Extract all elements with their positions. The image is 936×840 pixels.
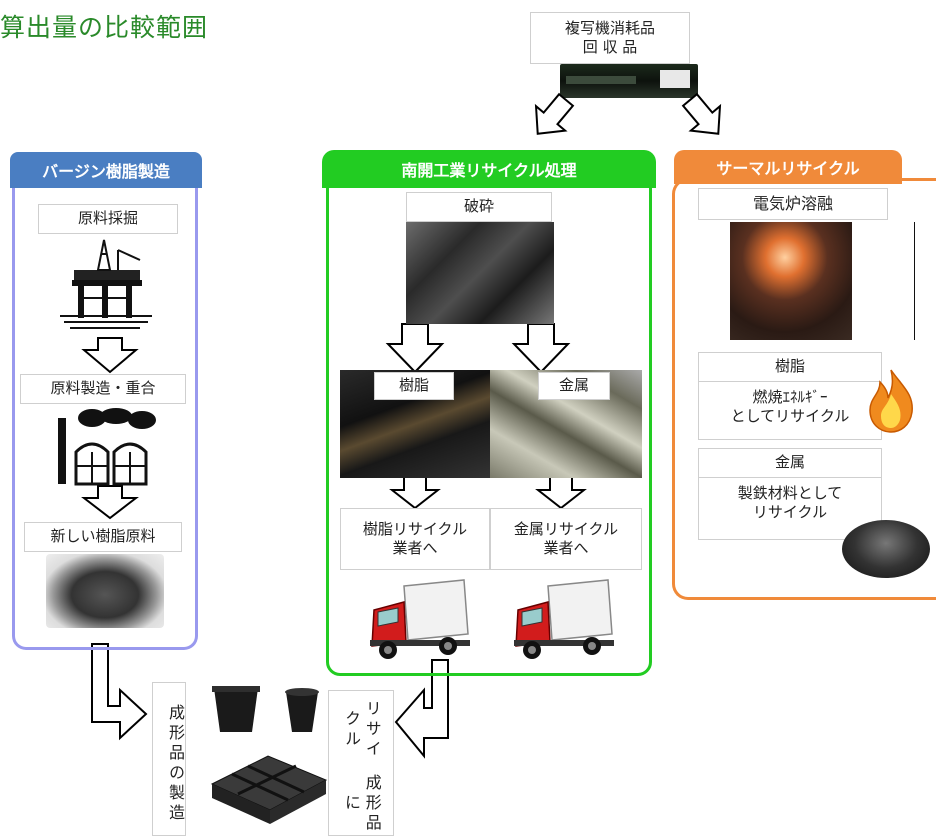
crushed-material-photo	[406, 222, 554, 324]
resin-pellets-photo	[46, 554, 164, 628]
flame-icon	[869, 369, 913, 433]
thermal-resin-box: 樹脂 燃焼ｴﾈﾙｷﾞｰ としてリサイクル	[698, 352, 882, 440]
resin-recycler-line1: 樹脂リサイクル	[362, 519, 468, 538]
truck-icon	[370, 579, 470, 659]
down-arrow-icon	[81, 337, 139, 374]
molding-label: 成形品の製造	[152, 682, 186, 836]
down-arrow-icon	[389, 475, 441, 510]
thermal-metal-desc-line1: 製鉄材料として	[737, 483, 843, 502]
down-arrow-icon	[535, 475, 587, 510]
thermal-resin-desc-line1: 燃焼ｴﾈﾙｷﾞｰ	[752, 387, 828, 406]
furnace-photo	[730, 222, 852, 340]
thermal-resin-desc-line2: としてリサイクル	[730, 407, 850, 425]
plant-pot-icon	[212, 686, 319, 732]
thermal-metal-box: 金属 製鉄材料として リサイクル	[698, 448, 882, 540]
crushing-label: 破砕	[406, 192, 552, 222]
metal-recycler-line1: 金属リサイクル	[513, 519, 619, 538]
metal-recycler-label: 金属リサイクル 業者へ	[490, 508, 642, 570]
virgin-resin-panel	[12, 180, 198, 650]
split-arrow-right-icon	[681, 92, 722, 135]
divider-line	[914, 222, 915, 340]
page-title: 算出量の比較範囲	[0, 13, 209, 42]
resin-recycler-label: 樹脂リサイクル 業者へ	[340, 508, 490, 570]
iron-powder-photo	[842, 520, 930, 578]
collected-items-line1: 複写機消耗品	[564, 18, 655, 37]
thermal-metal-label: 金属	[699, 449, 881, 478]
resin-recycler-line2: 業者へ	[392, 539, 438, 557]
virgin-resin-header: バージン樹脂製造	[10, 152, 202, 188]
nankai-recycle-header: 南開工業リサイクル処理	[322, 150, 656, 188]
truck-icon	[514, 579, 614, 659]
bend-arrow-right-icon	[91, 643, 148, 741]
oil-platform-icon	[60, 239, 152, 329]
recycle-to-molding-label: 成形品に リサイクル	[328, 690, 394, 836]
recycle-to-molding-line1: 成形品に	[342, 773, 382, 834]
metal-recycler-line2: 業者へ	[543, 539, 589, 557]
new-resin-material-label: 新しい樹脂原料	[24, 522, 182, 552]
material-production-label: 原料製造・重合	[20, 374, 186, 404]
resin-label: 樹脂	[374, 372, 454, 400]
down-arrow-icon	[385, 323, 445, 374]
bend-arrow-left-icon	[394, 659, 449, 759]
recycle-to-molding-line2: リサイクル	[342, 699, 382, 760]
toner-cartridge-photo	[560, 64, 698, 98]
factory-icon	[58, 408, 156, 486]
thermal-metal-desc-line2: リサイクル	[752, 503, 828, 521]
raw-material-mining-label: 原料採掘	[38, 204, 178, 234]
thermal-resin-label: 樹脂	[699, 353, 881, 382]
pallet-icon	[210, 755, 328, 824]
down-arrow-icon	[511, 323, 571, 374]
thermal-recycle-header: サーマルリサイクル	[674, 150, 902, 184]
down-arrow-icon	[81, 485, 139, 520]
electric-furnace-label: 電気炉溶融	[698, 188, 888, 220]
collected-items-line2: 回 収 品	[582, 38, 638, 56]
collected-items-label: 複写機消耗品 回 収 品	[530, 12, 690, 64]
metal-label: 金属	[538, 372, 610, 400]
split-arrow-left-icon	[534, 92, 575, 135]
